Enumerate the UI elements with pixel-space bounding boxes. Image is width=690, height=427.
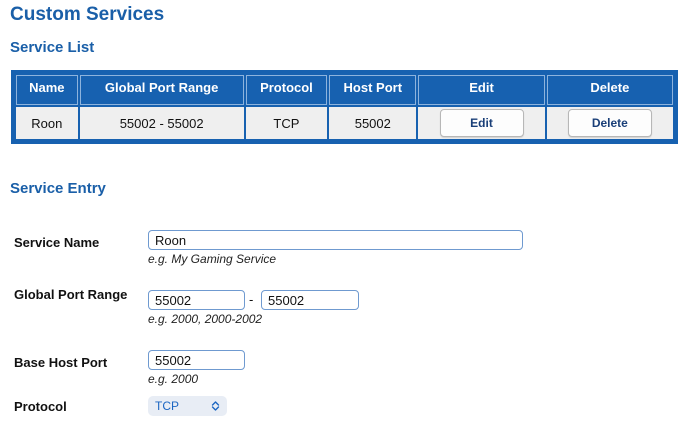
service-name-hint: e.g. My Gaming Service	[148, 252, 277, 266]
edit-button[interactable]: Edit	[439, 109, 524, 137]
column-header-host-port: Host Port	[329, 75, 417, 105]
protocol-label: Protocol	[14, 399, 67, 414]
column-header-name: Name	[16, 75, 78, 105]
port-range-end-input[interactable]	[261, 290, 359, 310]
table-header-row: Name Global Port Range Protocol Host Por…	[16, 75, 673, 105]
service-entry-heading: Service Entry	[10, 180, 106, 197]
service-list-table: Name Global Port Range Protocol Host Por…	[11, 70, 678, 144]
column-header-global-port-range: Global Port Range	[79, 75, 244, 105]
global-port-range-label: Global Port Range	[14, 287, 128, 302]
cell-global-port-range: 55002 - 55002	[79, 107, 244, 139]
base-host-port-hint: e.g. 2000	[148, 372, 199, 386]
port-range-separator: -	[249, 292, 254, 307]
column-header-protocol: Protocol	[245, 75, 328, 105]
service-name-label: Service Name	[14, 235, 100, 250]
service-list-heading: Service List	[10, 39, 95, 56]
protocol-select[interactable]: TCP	[148, 396, 227, 416]
cell-host-port: 55002	[329, 107, 417, 139]
chevron-up-down-icon	[211, 401, 220, 411]
table-row: Roon 55002 - 55002 TCP 55002 Edit Delete	[16, 107, 673, 139]
delete-button[interactable]: Delete	[567, 109, 652, 137]
page-title: Custom Services	[10, 4, 165, 25]
service-name-input[interactable]	[148, 230, 523, 250]
column-header-edit: Edit	[418, 75, 545, 105]
protocol-selected-value: TCP	[155, 399, 179, 413]
cell-name: Roon	[16, 107, 78, 139]
column-header-delete: Delete	[546, 75, 673, 105]
cell-edit: Edit	[418, 107, 545, 139]
cell-delete: Delete	[546, 107, 673, 139]
base-host-port-input[interactable]	[148, 350, 245, 370]
global-port-range-hint: e.g. 2000, 2000-2002	[148, 312, 263, 326]
cell-protocol: TCP	[245, 107, 328, 139]
port-range-start-input[interactable]	[148, 290, 245, 310]
base-host-port-label: Base Host Port	[14, 355, 108, 370]
